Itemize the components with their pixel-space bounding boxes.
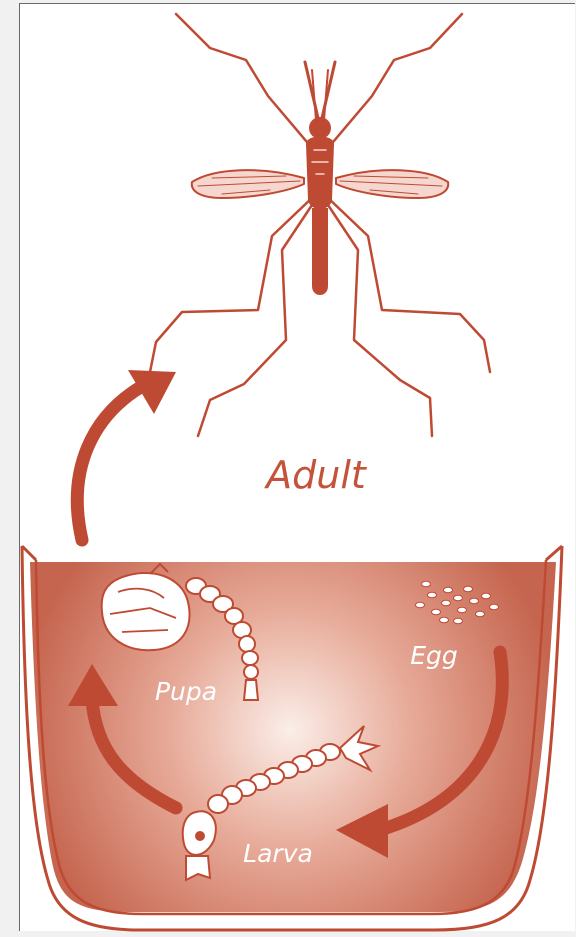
container-rim-left	[22, 546, 36, 560]
hind-leg-right	[326, 202, 432, 436]
adult-label: Adult	[263, 453, 368, 497]
wing-left	[192, 170, 304, 198]
egg-label: Egg	[410, 641, 458, 670]
wing-right	[336, 170, 448, 198]
larva-label: Larva	[243, 839, 313, 868]
hind-leg-left	[198, 202, 314, 436]
mosquito-thorax	[306, 137, 334, 210]
adult-mosquito	[150, 14, 490, 436]
front-leg-left	[176, 14, 312, 148]
mosquito-abdomen	[312, 208, 328, 295]
pupa-label: Pupa	[155, 677, 217, 706]
mosquito-head	[309, 117, 331, 139]
larva-eye	[196, 832, 204, 840]
front-leg-right	[328, 14, 462, 148]
middle-leg-right	[326, 196, 490, 372]
pupa-cephalothorax	[102, 573, 190, 650]
container-rim-right	[546, 546, 562, 560]
middle-leg-left	[150, 196, 314, 372]
pupa-paddle	[244, 680, 258, 700]
arrow-to-adult	[77, 370, 176, 540]
